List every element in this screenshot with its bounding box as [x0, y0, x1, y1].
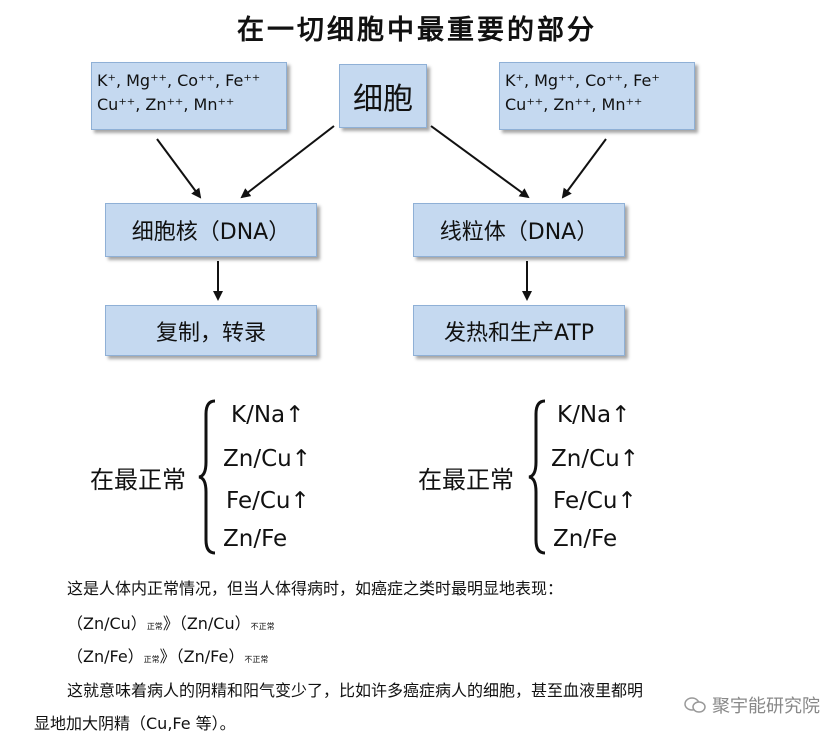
right-ratio-2: Zn/Cu↑	[551, 446, 639, 472]
atp-label: 发热和生产ATP	[443, 320, 595, 346]
watermark: 聚宇能研究院	[684, 692, 820, 718]
nucleus-box: 细胞核（DNA）	[105, 203, 317, 257]
left-group-brace	[198, 399, 216, 555]
formula-2-right: 》（Zn/Fe）	[159, 647, 245, 666]
wechat-icon	[684, 697, 706, 713]
cell-box: 细胞	[339, 64, 427, 128]
right-ions-line-1: K⁺, Mg⁺⁺, Co⁺⁺, Fe⁺	[505, 71, 660, 90]
replication-label: 复制，转录	[155, 320, 266, 346]
right-ions-box: K⁺, Mg⁺⁺, Co⁺⁺, Fe⁺ Cu⁺⁺, Zn⁺⁺, Mn⁺⁺	[499, 62, 695, 130]
cell-label: 细胞	[353, 82, 413, 117]
left-ratio-3: Fe/Cu↑	[226, 488, 310, 514]
arrow-right-ions-to-mitochondria	[561, 138, 607, 199]
formula-2-sub-normal: 正常	[143, 655, 160, 664]
formula-zn-fe: （Zn/Fe）正常》（Zn/Fe）不正常	[67, 643, 268, 667]
left-ratio-2: Zn/Cu↑	[223, 446, 311, 472]
formula-1-right: 》（Zn/Cu）	[162, 614, 251, 633]
text-line-5: 显地加大阴精（Cu,Fe 等）。	[34, 714, 236, 733]
left-ions-line-1: K⁺, Mg⁺⁺, Co⁺⁺, Fe⁺⁺	[97, 71, 261, 90]
arrow-cell-to-nucleus	[240, 125, 335, 199]
arrow-left-ions-to-nucleus	[156, 138, 202, 199]
watermark-text: 聚宇能研究院	[712, 696, 820, 717]
right-ratio-4: Zn/Fe	[553, 526, 618, 552]
text-line-1: 这是人体内正常情况，但当人体得病时，如癌症之类时最明显地表现：	[67, 579, 564, 598]
left-ions-line-2: Cu⁺⁺, Zn⁺⁺, Mn⁺⁺	[97, 95, 235, 114]
replication-box: 复制，转录	[105, 305, 317, 356]
right-ratio-1: K/Na↑	[557, 402, 631, 428]
formula-zn-cu: （Zn/Cu）正常》（Zn/Cu）不正常	[67, 610, 275, 634]
right-ratio-3: Fe/Cu↑	[553, 488, 637, 514]
right-group-brace	[528, 399, 546, 555]
atp-box: 发热和生产ATP	[413, 305, 625, 356]
mitochondria-box: 线粒体（DNA）	[413, 203, 625, 257]
diagram-title: 在一切细胞中最重要的部分	[237, 15, 597, 46]
formula-1-sub-normal: 正常	[146, 622, 163, 631]
arrow-cell-to-mitochondria	[430, 125, 530, 199]
nucleus-label: 细胞核（DNA）	[131, 220, 291, 245]
text-line-4: 这就意味着病人的阴精和阳气变少了，比如许多癌症病人的细胞，甚至血液里都明	[67, 681, 644, 700]
right-ions-line-2: Cu⁺⁺, Zn⁺⁺, Mn⁺⁺	[505, 95, 643, 114]
right-group-label: 在最正常	[418, 466, 514, 494]
left-ratio-4: Zn/Fe	[223, 526, 288, 552]
left-ratio-1: K/Na↑	[231, 402, 305, 428]
formula-2-sub-abnormal: 不正常	[244, 655, 269, 664]
left-group-label: 在最正常	[90, 466, 186, 494]
mitochondria-label: 线粒体（DNA）	[439, 220, 599, 245]
left-ions-box: K⁺, Mg⁺⁺, Co⁺⁺, Fe⁺⁺ Cu⁺⁺, Zn⁺⁺, Mn⁺⁺	[91, 62, 287, 130]
formula-1-left: （Zn/Cu）	[67, 614, 147, 633]
formula-1-sub-abnormal: 不正常	[250, 622, 275, 631]
formula-2-left: （Zn/Fe）	[67, 647, 144, 666]
